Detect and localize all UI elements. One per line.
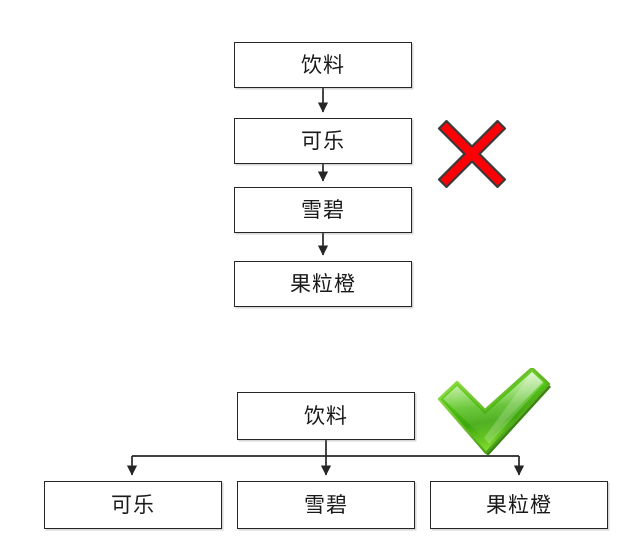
check-icon: [437, 368, 551, 456]
node-bottom-cola[interactable]: 可乐: [44, 481, 222, 529]
node-top-sprite[interactable]: 雪碧: [234, 187, 412, 233]
node-bottom-beverage[interactable]: 饮料: [237, 392, 415, 440]
node-top-orange-juice[interactable]: 果粒橙: [234, 261, 412, 307]
cross-icon: [437, 119, 507, 189]
node-top-beverage[interactable]: 饮料: [234, 42, 412, 88]
node-bottom-orange-juice[interactable]: 果粒橙: [430, 481, 608, 529]
node-bottom-sprite[interactable]: 雪碧: [237, 481, 415, 529]
node-top-cola[interactable]: 可乐: [234, 118, 412, 164]
